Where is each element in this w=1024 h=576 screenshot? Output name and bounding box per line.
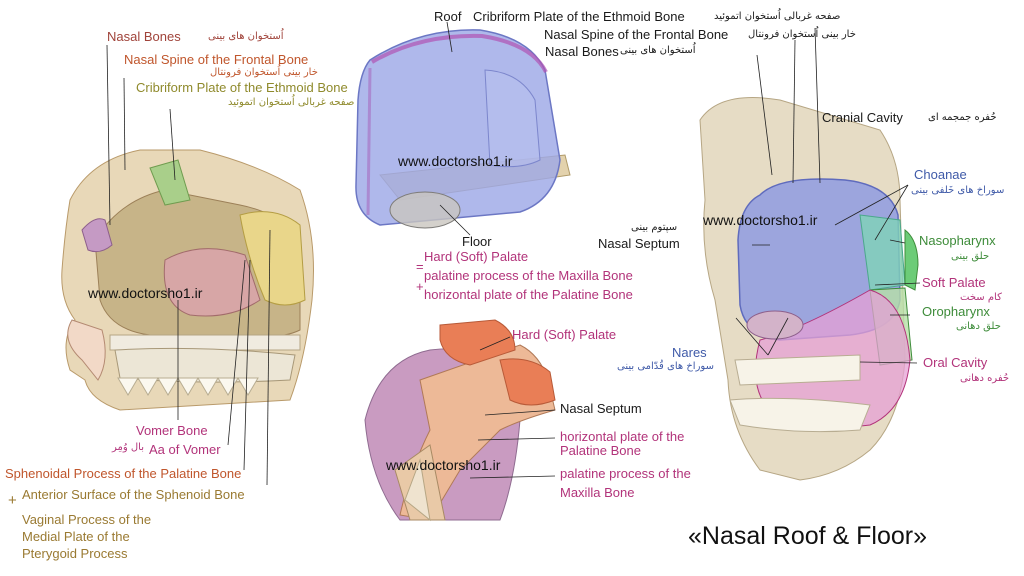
sagittal-skull-illustration: [61, 149, 314, 411]
page-title: «Nasal Roof & Floor»: [688, 522, 928, 550]
label-nasal-septum-bottom: Nasal Septum: [560, 401, 642, 416]
label-soft-palate-fa: کام سخت: [960, 292, 1002, 303]
label-ala-vomer-fa: بال وُمِر: [112, 442, 144, 453]
label-nares-fa: سوراخ های قُدّامی بینی: [617, 361, 714, 372]
label-vaginal-3: Pterygoid Process: [22, 546, 128, 561]
label-anterior-sphenoid: Anterior Surface of the Sphenoid Bone: [22, 487, 245, 502]
label-sphenoidal-process: Sphenoidal Process of the Palatine Bone: [5, 466, 242, 481]
watermark-top-center: www.doctorsho1.ir: [398, 153, 513, 169]
label-nasal-bones-right: Nasal Bones: [545, 44, 619, 59]
label-vaginal-1: Vaginal Process of the: [22, 512, 152, 527]
label-choanae-fa: سوراخ های خَلفی بینی: [911, 185, 1005, 196]
label-nares: Nares: [672, 345, 707, 360]
label-nasal-septum-right-fa: سپتوم بینی: [631, 222, 678, 233]
label-horizontal-plate-2: Palatine Bone: [560, 443, 641, 458]
label-choanae: Choanae: [914, 167, 967, 182]
label-horizontal-plate-1: horizontal plate of the: [560, 429, 685, 444]
nasal-cavity-box-illustration: [355, 29, 571, 229]
label-cribriform-left-fa: صفحه غربالی اُستخوان اتموئید: [228, 97, 355, 108]
label-cribriform-right: Cribriform Plate of the Ethmoid Bone: [473, 9, 685, 24]
label-nasal-bones-left: Nasal Bones: [107, 29, 181, 44]
label-roof: Roof: [434, 9, 462, 24]
label-cribriform-right-fa: صفحه غربالی اُستخوان اتموئید: [714, 11, 841, 22]
label-nasopharynx: Nasopharynx: [919, 233, 996, 248]
label-oropharynx-fa: حلق دهانی: [956, 321, 1001, 332]
label-nasopharynx-fa: حلق بینی: [951, 251, 990, 262]
label-floor: Floor: [462, 234, 492, 249]
label-oral-cavity: Oral Cavity: [923, 355, 988, 370]
watermark-right: www.doctorsho1.ir: [703, 212, 818, 228]
label-palatine-process-1: palatine process of the: [560, 466, 691, 481]
label-hard-palate-top: Hard (Soft) Palate: [424, 249, 529, 264]
label-palatine-process-2: Maxilla Bone: [560, 485, 635, 500]
label-nasal-bones-right-fa: اُستخوان های بینی: [620, 45, 696, 56]
label-hard-palate-bottom: Hard (Soft) Palate: [512, 327, 617, 342]
label-equals: =: [416, 259, 424, 274]
label-oropharynx: Oropharynx: [922, 304, 990, 319]
label-soft-palate: Soft Palate: [922, 275, 986, 290]
label-nasal-spine-right-fa: خار بینی اُستخوان فرونتال: [748, 29, 856, 40]
label-plus-left: +: [8, 492, 17, 509]
label-nasal-spine-right: Nasal Spine of the Frontal Bone: [544, 27, 729, 42]
label-ala-vomer: Aa of Vomer: [149, 442, 221, 457]
watermark-bottom-center: www.doctorsho1.ir: [386, 457, 501, 473]
label-vaginal-2: Medial Plate of the: [22, 529, 130, 544]
label-cribriform-left: Cribriform Plate of the Ethmoid Bone: [136, 80, 348, 95]
label-palatine-process-top: palatine process of the Maxilla Bone: [424, 268, 633, 283]
label-nasal-spine-left-fa: خار بینی اُستخوان فرونتال: [210, 67, 318, 78]
label-nasal-bones-left-fa: اُستخوان های بینی: [208, 31, 284, 42]
label-plus-top: +: [416, 279, 424, 294]
label-nasal-septum-right: Nasal Septum: [598, 236, 680, 251]
leader-lines: [106, 21, 921, 486]
label-vomer-bone: Vomer Bone: [136, 423, 208, 438]
label-nasal-spine-left: Nasal Spine of the Frontal Bone: [124, 52, 309, 67]
label-oral-cavity-fa: حُفره دهانی: [960, 373, 1010, 384]
palate-illustration: [364, 319, 556, 522]
label-cranial-cavity: Cranial Cavity: [822, 110, 903, 125]
label-cranial-cavity-fa: حُفره جمجمه ای: [928, 112, 997, 123]
label-horizontal-plate-top: horizontal plate of the Palatine Bone: [424, 287, 633, 302]
skull-overlay-illustration: [699, 97, 919, 481]
watermark-left: www.doctorsho1.ir: [88, 285, 203, 301]
